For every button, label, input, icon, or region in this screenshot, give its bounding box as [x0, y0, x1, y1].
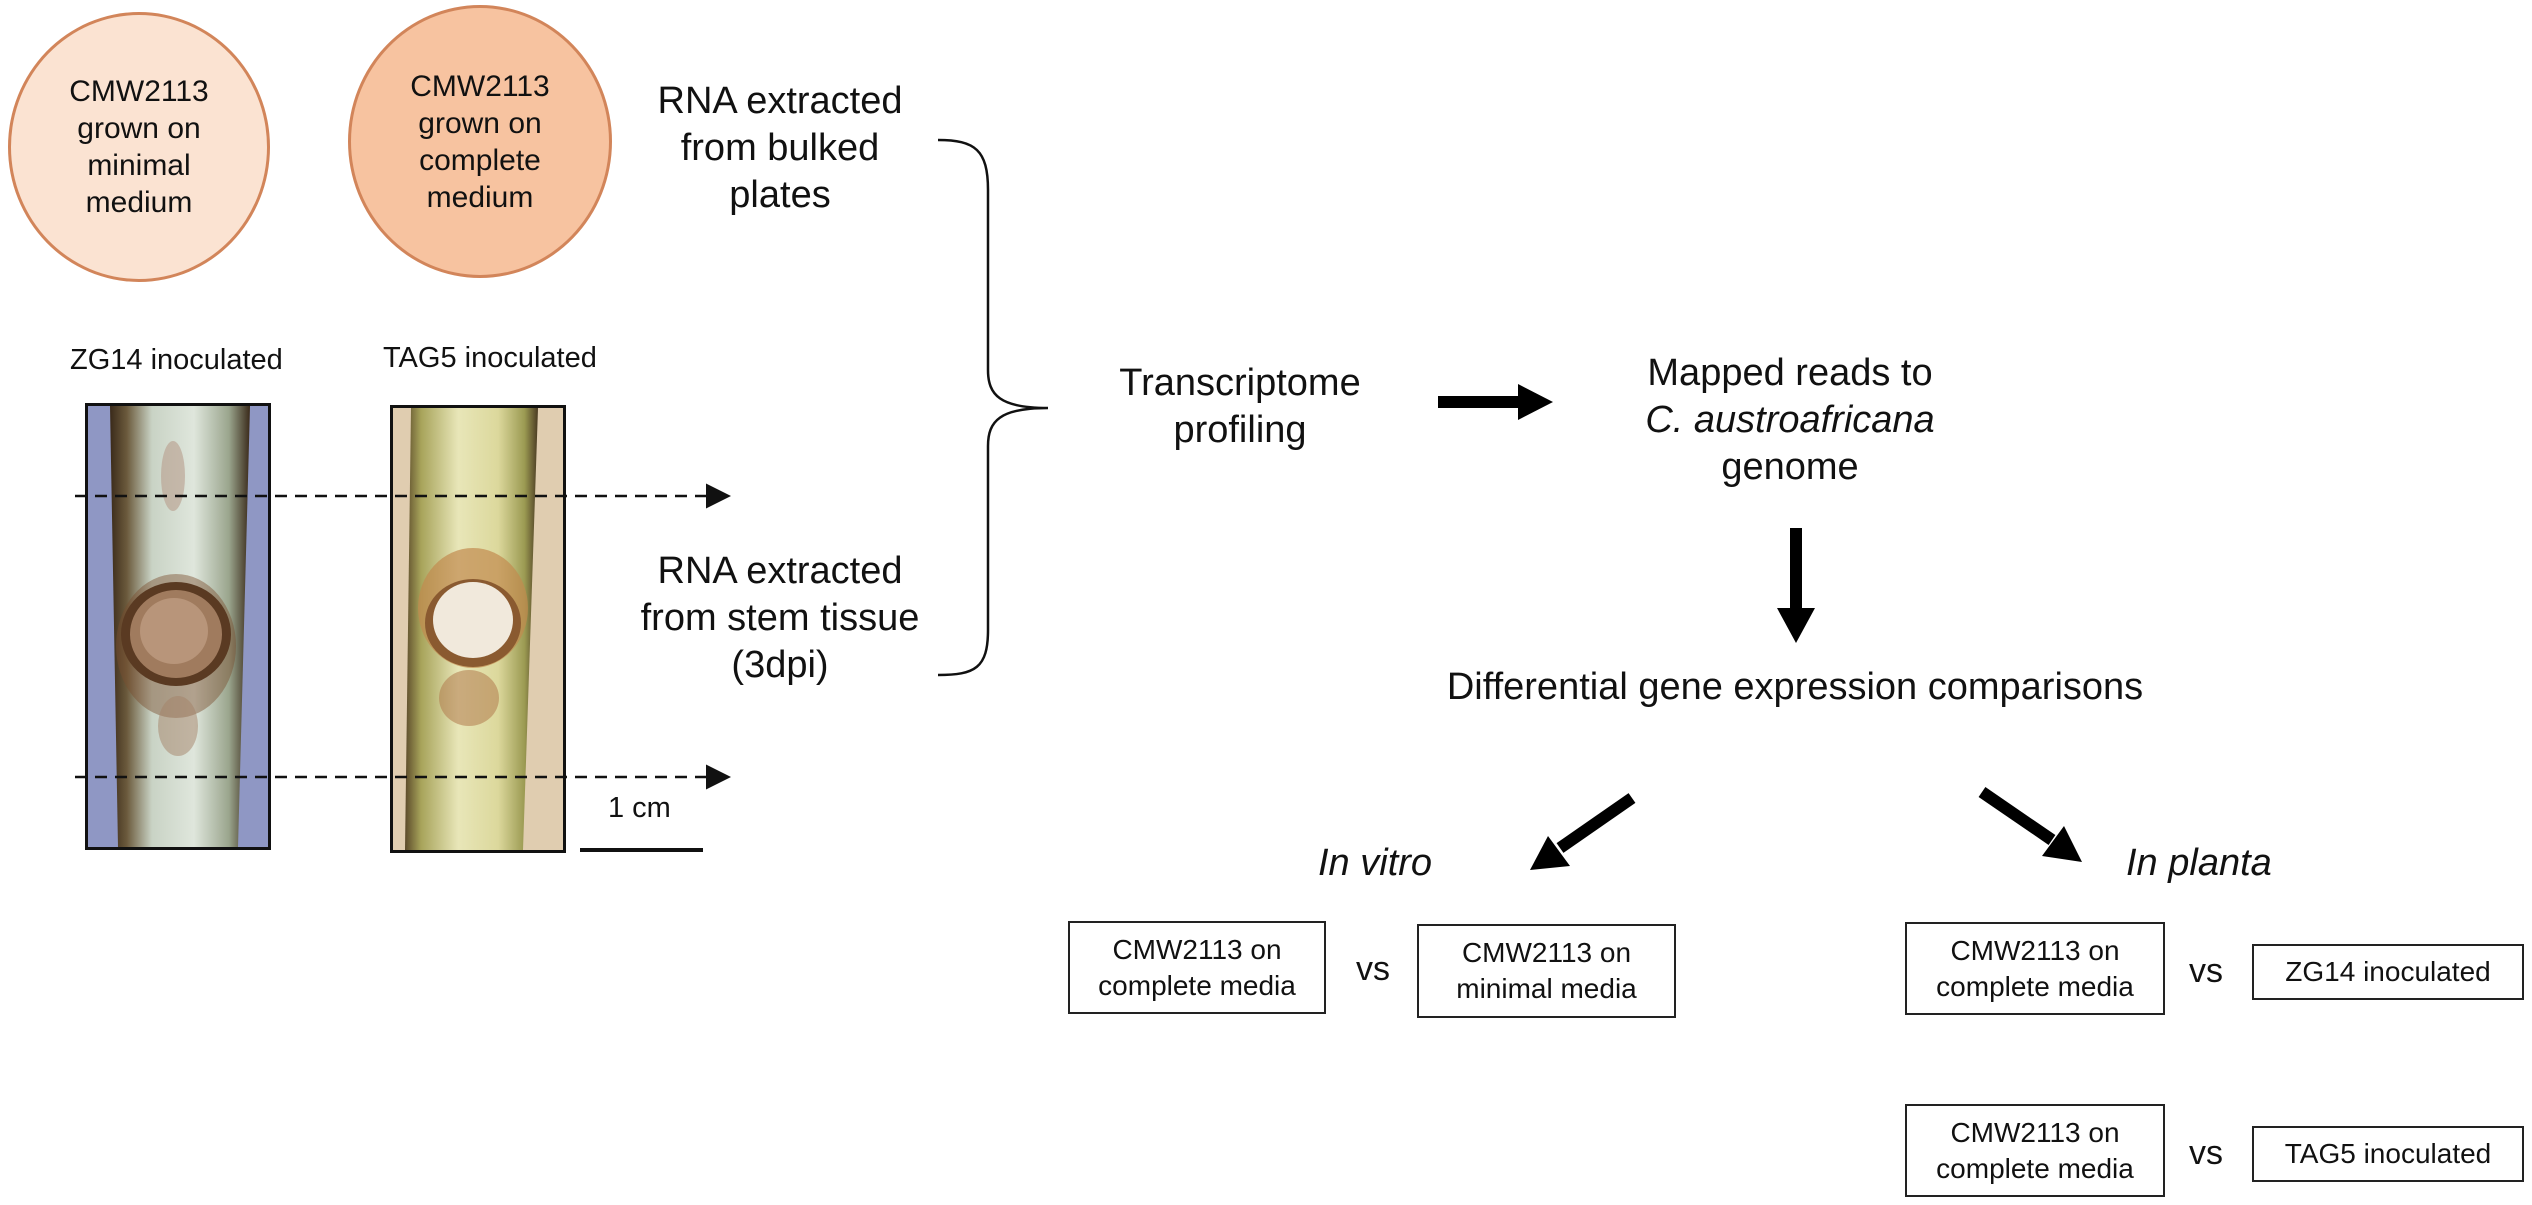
in-planta-vs-1: vs — [2189, 952, 2223, 990]
in-planta-complete-box-1: CMW2113 on complete media — [1905, 922, 2165, 1015]
in-vitro-title: In vitro — [1318, 842, 1433, 884]
zg14-stem-image — [88, 406, 268, 847]
mapped-line: Mapped reads to — [1647, 352, 1933, 394]
box-line: complete media — [1098, 969, 1296, 1001]
box-line: CMW2113 on — [1112, 933, 1282, 965]
tag5-stem-photo — [390, 405, 566, 853]
in-vitro-vs: vs — [1356, 950, 1390, 988]
rna-stem-line: (3dpi) — [731, 644, 829, 686]
arrow-head-down-right — [2042, 826, 2082, 862]
arrow-head-down-left — [1530, 836, 1570, 870]
tag5-inoculated-box: TAG5 inoculated — [2252, 1126, 2524, 1182]
in-vitro-minimal-box: CMW2113 on minimal media — [1417, 924, 1676, 1018]
arrow-head-right — [1518, 384, 1553, 420]
profiling-line: profiling — [1173, 409, 1307, 451]
mapped-reads-text: Mapped reads to C. austroafricana genome — [1600, 350, 1980, 491]
scale-label: 1 cm — [608, 792, 671, 824]
genome-species-name: C. austroafricana — [1645, 399, 1935, 441]
circle-line: medium — [85, 186, 193, 219]
circle-line: grown on — [418, 106, 542, 140]
arrow-head-down — [1777, 608, 1815, 643]
in-planta-title: In planta — [2126, 842, 2272, 884]
arrow-dge-to-in-vitro — [1556, 793, 1636, 853]
mapped-line: genome — [1721, 446, 1859, 488]
box-line: CMW2113 on — [1950, 934, 2120, 966]
circle-line: medium — [426, 180, 534, 214]
profiling-line: Transcriptome — [1119, 362, 1361, 404]
in-planta-vs-2: vs — [2189, 1134, 2223, 1172]
tag5-photo-label: TAG5 inoculated — [383, 342, 597, 374]
minimal-medium-circle: CMW2113 grown on minimal medium — [8, 12, 270, 282]
box-line: CMW2113 on — [1950, 1116, 2120, 1148]
tag5-stem-image — [393, 408, 563, 850]
dge-text: Differential gene expression comparisons — [1446, 666, 2144, 708]
rna-plates-line: RNA extracted — [657, 80, 903, 122]
circle-line: CMW2113 — [410, 69, 550, 103]
zg14-inoculated-box: ZG14 inoculated — [2252, 944, 2524, 1000]
rna-plates-text: RNA extracted from bulked plates — [610, 78, 950, 219]
complete-medium-circle: CMW2113 grown on complete medium — [348, 5, 612, 278]
rna-stem-line: RNA extracted — [657, 550, 903, 592]
in-planta-complete-box-2: CMW2113 on complete media — [1905, 1104, 2165, 1197]
in-vitro-complete-box: CMW2113 on complete media — [1068, 921, 1326, 1014]
circle-line: grown on — [77, 112, 201, 145]
zg14-stem-photo — [85, 403, 271, 850]
circle-line: complete — [419, 143, 541, 177]
box-line: complete media — [1936, 970, 2134, 1002]
circle-line: CMW2113 — [69, 75, 209, 108]
box-line: CMW2113 on — [1461, 937, 1632, 968]
zg14-photo-label: ZG14 inoculated — [70, 344, 283, 376]
rna-stem-line: from stem tissue — [640, 597, 920, 639]
box-line: complete media — [1936, 1152, 2134, 1184]
arrow-dge-to-in-planta — [1978, 787, 2056, 845]
box-line: minimal media — [1456, 973, 1637, 1004]
rna-plates-line: plates — [729, 174, 831, 216]
curly-brace — [937, 138, 1049, 677]
rna-stem-text: RNA extracted from stem tissue (3dpi) — [600, 548, 960, 689]
circle-line: minimal — [87, 149, 191, 182]
rna-plates-line: from bulked — [680, 127, 880, 169]
transcriptome-profiling-text: Transcriptome profiling — [1080, 360, 1400, 454]
